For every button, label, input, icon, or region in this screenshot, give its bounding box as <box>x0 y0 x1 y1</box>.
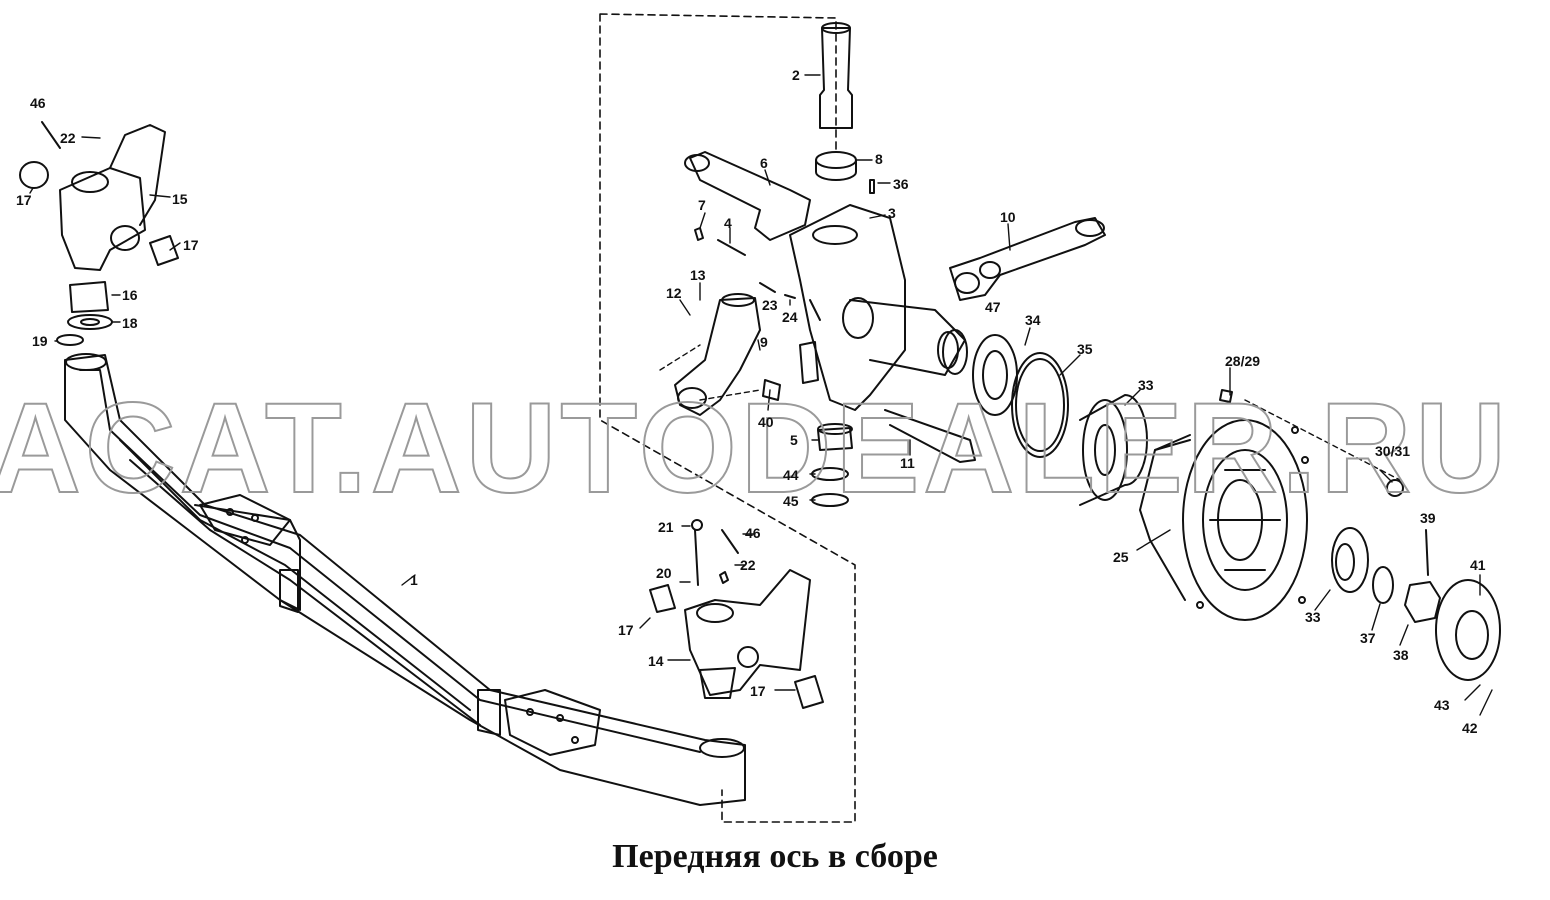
callout-17c: 17 <box>618 622 634 638</box>
callout-6: 6 <box>760 155 768 171</box>
callout-labels: 1 2 3 4 5 6 7 8 9 10 11 12 13 14 15 16 1… <box>16 67 1486 736</box>
callout-12: 12 <box>666 285 682 301</box>
callout-4: 4 <box>724 215 732 231</box>
callout-17a: 17 <box>16 192 32 208</box>
bearing-seal-group <box>942 329 1148 506</box>
callout-40: 40 <box>758 414 774 430</box>
callout-22a: 22 <box>60 130 76 146</box>
callout-18: 18 <box>122 315 138 331</box>
callout-20: 20 <box>656 565 672 581</box>
callout-33b: 33 <box>1305 609 1321 625</box>
callout-11: 11 <box>900 455 915 471</box>
callout-22b: 22 <box>740 557 756 573</box>
callout-17b: 17 <box>183 237 199 253</box>
callout-41: 41 <box>1470 557 1486 573</box>
callout-5: 5 <box>790 432 798 448</box>
callout-36: 36 <box>893 176 909 192</box>
watermark: ACAT.AUTODEALER.RU <box>0 377 1510 520</box>
callout-21: 21 <box>658 519 674 535</box>
callout-43: 43 <box>1434 697 1450 713</box>
callout-44: 44 <box>783 467 799 483</box>
callout-37: 37 <box>1360 630 1376 646</box>
callout-2: 2 <box>792 67 800 83</box>
callout-25: 25 <box>1113 549 1129 565</box>
callout-1: 1 <box>410 572 418 588</box>
callout-10: 10 <box>1000 209 1016 225</box>
dashed-group-outline <box>599 13 856 823</box>
callout-42: 42 <box>1462 720 1478 736</box>
left-knuckle-group <box>19 121 179 346</box>
callout-39: 39 <box>1420 510 1436 526</box>
steering-arm-upper <box>684 151 811 256</box>
wheel-hub <box>1139 419 1309 621</box>
steering-arm-right <box>949 217 1106 301</box>
callout-38: 38 <box>1393 647 1409 663</box>
tie-rod-arm <box>674 282 796 416</box>
callout-9: 9 <box>760 334 768 350</box>
callout-13: 13 <box>690 267 706 283</box>
callout-33a: 33 <box>1138 377 1154 393</box>
king-pin-group <box>815 22 875 194</box>
callout-23: 23 <box>762 297 778 313</box>
callout-46a: 46 <box>30 95 46 111</box>
callout-34: 34 <box>1025 312 1041 328</box>
diagram-caption: Передняя ось в сборе <box>612 838 938 875</box>
callout-28-29: 28/29 <box>1225 353 1260 369</box>
callout-45: 45 <box>783 493 799 509</box>
callout-14: 14 <box>648 653 664 669</box>
callout-8: 8 <box>875 151 883 167</box>
callout-47: 47 <box>985 299 1001 315</box>
callout-15: 15 <box>172 191 188 207</box>
axle-beam <box>64 353 746 806</box>
callout-35: 35 <box>1077 341 1093 357</box>
leader-lines <box>29 74 1493 716</box>
callout-19: 19 <box>32 333 48 349</box>
right-knuckle-group <box>649 519 824 709</box>
outer-bearing-group <box>1219 389 1501 681</box>
callout-46b: 46 <box>745 525 761 541</box>
callout-30-31: 30/31 <box>1375 443 1410 459</box>
callout-7: 7 <box>698 197 706 213</box>
callout-3: 3 <box>888 205 896 221</box>
callout-16: 16 <box>122 287 138 303</box>
callout-17d: 17 <box>750 683 766 699</box>
callout-24: 24 <box>782 309 798 325</box>
